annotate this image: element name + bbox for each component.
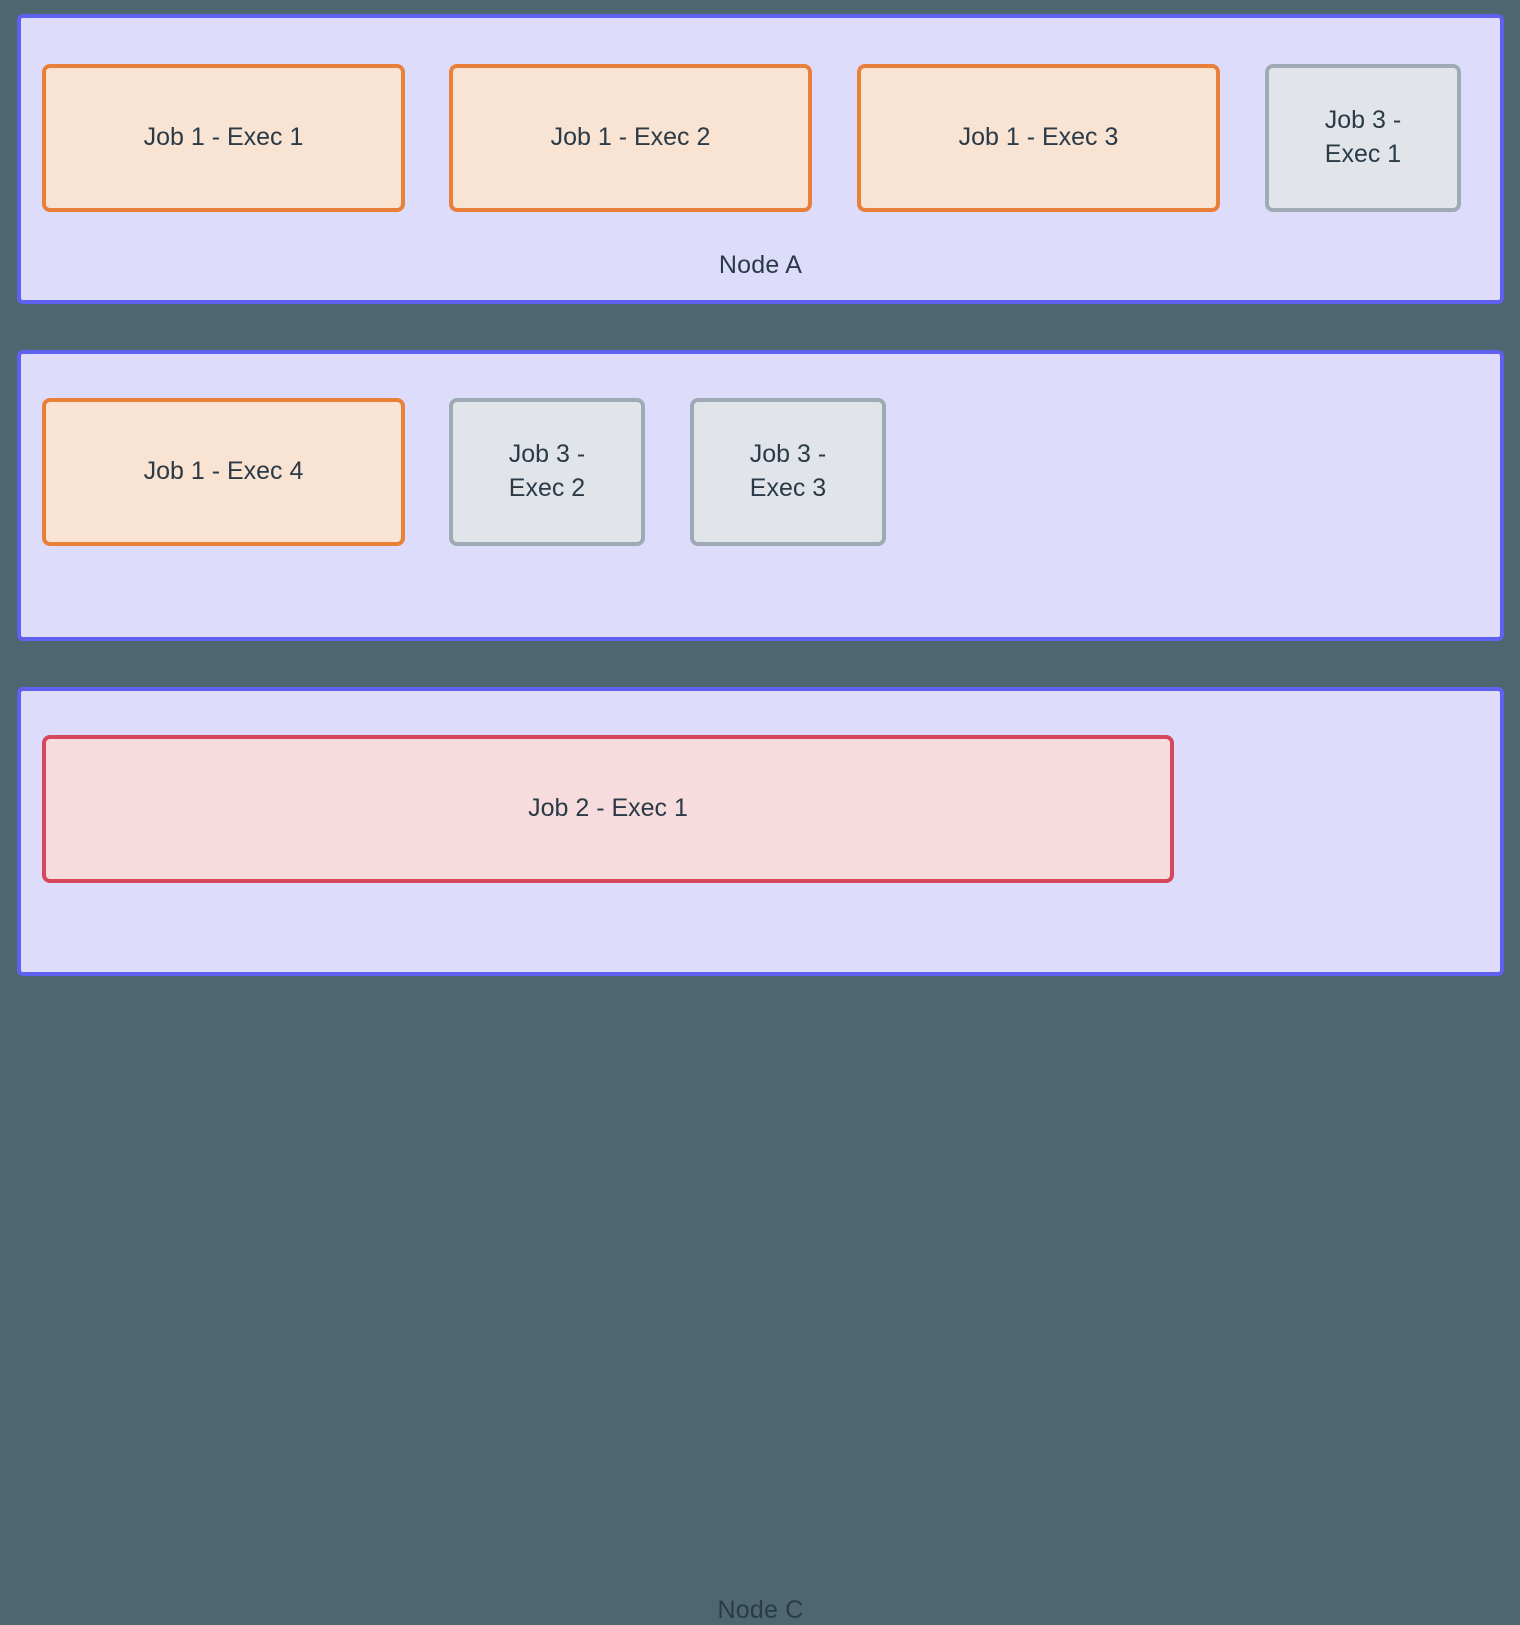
task-box-job2-exec1[interactable]: Job 2 - Exec 1 xyxy=(42,735,1174,883)
node-container-b[interactable]: Job 1 - Exec 4 Job 3 - Exec 2 Job 3 - Ex… xyxy=(17,350,1504,951)
task-box-job3-exec2[interactable]: Job 3 - Exec 2 xyxy=(449,398,645,546)
task-box-job3-exec3[interactable]: Job 3 - Exec 3 xyxy=(690,398,886,546)
node-container-a[interactable]: Job 1 - Exec 1 Job 1 - Exec 2 Job 1 - Ex… xyxy=(17,14,1504,304)
task-box-job3-exec1[interactable]: Job 3 - Exec 1 xyxy=(1265,64,1461,212)
task-box-job1-exec4[interactable]: Job 1 - Exec 4 xyxy=(42,398,405,546)
task-box-job1-exec3[interactable]: Job 1 - Exec 3 xyxy=(857,64,1220,212)
node-label-a: Node A xyxy=(718,251,803,279)
node-container-c[interactable]: Job 2 - Exec 1 Node C xyxy=(17,687,1504,1624)
task-box-job1-exec2[interactable]: Job 1 - Exec 2 xyxy=(449,64,812,212)
diagram-canvas: Job 1 - Exec 1 Job 1 - Exec 2 Job 1 - Ex… xyxy=(17,14,1504,1624)
task-box-job1-exec1[interactable]: Job 1 - Exec 1 xyxy=(42,64,405,212)
node-label-c: Node C xyxy=(717,1596,804,1624)
